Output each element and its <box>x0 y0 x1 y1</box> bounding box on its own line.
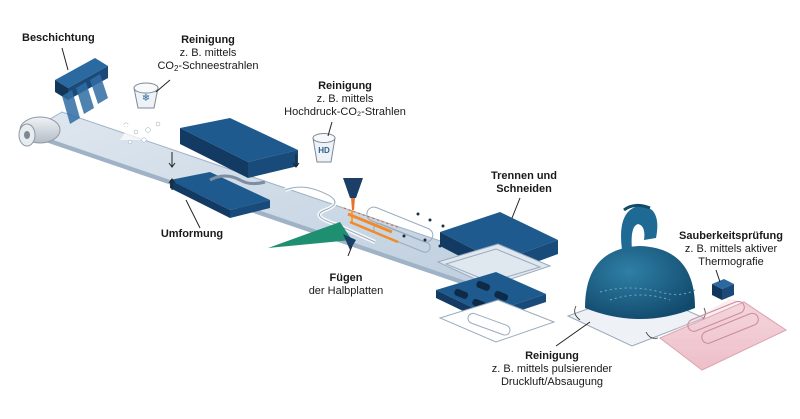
snow-nozzle-icon: ❄ ✻ ✻ <box>120 82 165 145</box>
hd-nozzle-icon: HD <box>312 133 336 191</box>
label-reinigung-druckluft-line1: z. B. mittels pulsierender <box>491 363 613 375</box>
welding-torch-icon <box>343 178 401 244</box>
joining-beam <box>268 222 356 250</box>
label-reinigung-druckluft-line2: Druckluft/Absaugung <box>500 376 604 388</box>
label-reinigung-hd: Reinigung z. B. mittels Hochdruck-CO₂-St… <box>280 80 410 119</box>
label-beschichtung: Beschichtung <box>22 32 102 45</box>
label-beschichtung-title: Beschichtung <box>22 32 95 44</box>
label-reinigung-co2-line2: CO2-Schneestrahlen <box>148 60 268 75</box>
label-reinigung-co2-title: Reinigung <box>181 34 235 46</box>
label-umformung-title: Umformung <box>160 228 224 240</box>
label-reinigung-hd-line2: Hochdruck-CO₂-Strahlen <box>284 106 406 118</box>
label-trennen-title2: Schneiden <box>496 183 552 195</box>
label-fuegen: Fügen der Halbplatten <box>296 272 396 298</box>
leader-lines <box>61 47 721 347</box>
coil-roll-icon <box>18 116 61 147</box>
forming-press-icon <box>168 118 300 218</box>
label-fuegen-title: Fügen <box>329 272 363 284</box>
svg-text:✻: ✻ <box>155 130 163 140</box>
suction-hood-icon <box>566 203 706 347</box>
label-reinigung-druckluft-title: Reinigung <box>525 350 579 362</box>
label-reinigung-co2-line1: z. B. mittels <box>179 47 237 59</box>
svg-text:❄: ❄ <box>142 93 150 104</box>
label-fuegen-line1: der Halbplatten <box>308 285 384 297</box>
label-sauberkeit-title: Sauberkeitsprüfung <box>679 230 783 242</box>
label-umformung: Umformung <box>152 228 232 241</box>
label-trennen: Trennen und Schneiden <box>476 170 572 196</box>
co2-text: CO <box>157 60 174 72</box>
thermography-icon <box>659 279 788 371</box>
label-reinigung-hd-title: Reinigung <box>318 80 372 92</box>
co2-suffix: -Schneestrahlen <box>178 60 259 72</box>
co2-subscript: 2 <box>173 64 179 73</box>
hd-nozzle-text: HD <box>318 146 330 155</box>
label-sauberkeit-line1: z. B. mittels aktiver <box>684 243 778 255</box>
cutting-press-icon <box>436 212 558 343</box>
channel-pattern <box>284 185 434 253</box>
label-reinigung-druckluft: Reinigung z. B. mittels pulsierender Dru… <box>472 350 632 389</box>
label-trennen-title: Trennen und <box>491 170 557 182</box>
svg-text:✻: ✻ <box>122 122 130 132</box>
label-reinigung-hd-line1: z. B. mittels <box>316 93 374 105</box>
label-sauberkeit: Sauberkeitsprüfung z. B. mittels aktiver… <box>666 230 796 269</box>
coating-unit-icon <box>55 58 108 124</box>
label-reinigung-co2: Reinigung z. B. mittels CO2-Schneestrahl… <box>148 34 268 75</box>
label-sauberkeit-line2: Thermografie <box>698 256 764 268</box>
